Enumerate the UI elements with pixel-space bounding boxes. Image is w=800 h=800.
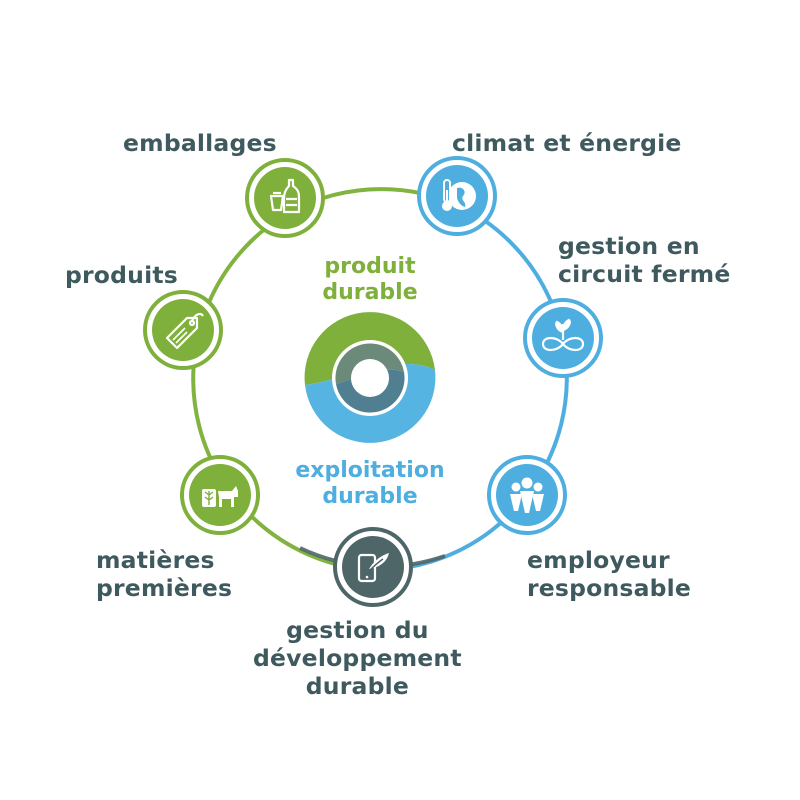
center-label-produit-durable: produit durable — [322, 254, 418, 305]
node-matieres — [180, 455, 260, 535]
phone-leaf-icon — [357, 553, 389, 583]
label-produits: produits — [65, 261, 178, 289]
bottles-icon — [269, 178, 301, 214]
label-matieres: matières premières — [96, 546, 233, 602]
label-circuit: gestion en circuit fermé — [558, 232, 731, 288]
infinity-leaf-icon — [541, 318, 585, 352]
people-icon — [510, 477, 544, 513]
node-circuit — [523, 298, 603, 378]
label-employeur: employeur responsable — [527, 546, 692, 602]
node-gestion — [333, 527, 413, 607]
center-logo — [304, 312, 436, 443]
node-emballages — [245, 158, 325, 238]
node-employeur — [487, 455, 567, 535]
node-climat — [417, 156, 497, 236]
label-emballages: emballages — [123, 129, 277, 157]
grain-cow-icon — [202, 486, 238, 507]
price-tag-icon — [165, 312, 204, 350]
label-gestion: gestion du développement durable — [253, 616, 462, 700]
node-produits — [143, 290, 223, 370]
center-label-exploitation-durable: exploitation durable — [295, 458, 445, 509]
label-climat: climat et énergie — [452, 129, 682, 157]
thermometer-globe-icon — [442, 179, 476, 211]
